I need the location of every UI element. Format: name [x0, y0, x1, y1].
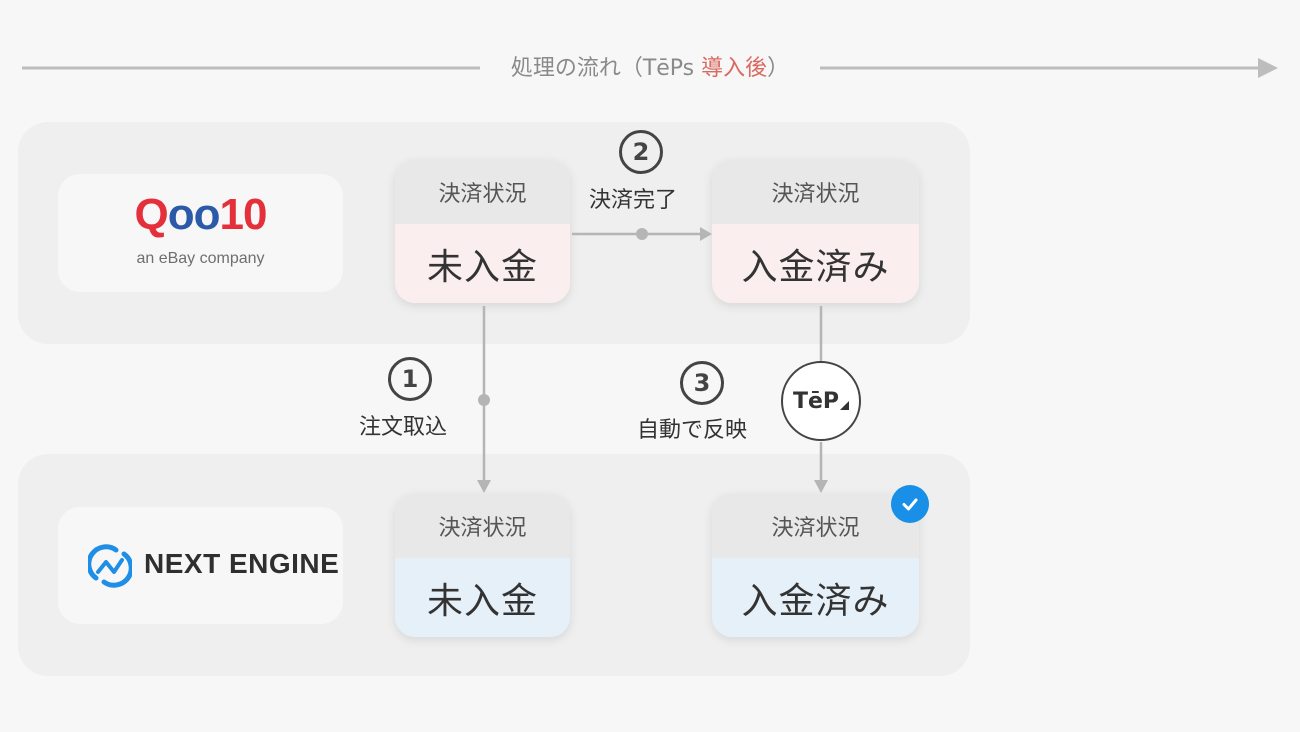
engine-status-after-card: 決済状況 入金済み [712, 494, 919, 637]
qoo10-logo-card [58, 174, 343, 292]
status-label: 決済状況 [395, 160, 570, 224]
status-label: 決済状況 [712, 494, 919, 558]
arrow-right-icon [1258, 58, 1278, 78]
marketplace-status-after-card: 決済状況 入金済み [712, 160, 919, 303]
step-3-label: 自動で反映 [637, 418, 748, 443]
check-icon [891, 485, 929, 523]
teps-logo-mark [840, 400, 850, 410]
teps-logo-text: TēP [792, 388, 840, 414]
step-1-label: 注文取込 [359, 415, 448, 440]
next-engine-logo: NEXT ENGINE [144, 548, 340, 579]
status-label: 決済状況 [395, 494, 570, 558]
teps-logo-icon: TēP [781, 361, 861, 441]
step-3-number: 3 [680, 361, 724, 405]
flow-title-prefix: 処理の流れ（TēPs [510, 56, 702, 81]
status-value: 入金済み [712, 558, 919, 637]
flow-title-suffix: ） [767, 56, 790, 81]
status-value: 入金済み [712, 224, 919, 303]
step-2-number: 2 [619, 130, 663, 174]
qoo10-logo: Qoo10 [134, 190, 268, 239]
status-value: 未入金 [395, 224, 570, 303]
next-engine-logo-icon [88, 544, 132, 588]
step-1-number: 1 [388, 357, 432, 401]
status-value: 未入金 [395, 558, 570, 637]
status-label: 決済状況 [712, 160, 919, 224]
flow-title-accent: 導入後 [701, 56, 768, 81]
flow-title: 処理の流れ（TēPs 導入後） [480, 50, 820, 88]
engine-status-before-card: 決済状況 未入金 [395, 494, 570, 637]
step-2-label: 決済完了 [589, 188, 678, 213]
marketplace-status-before-card: 決済状況 未入金 [395, 160, 570, 303]
qoo10-logo-subtext: an eBay company [136, 250, 265, 267]
